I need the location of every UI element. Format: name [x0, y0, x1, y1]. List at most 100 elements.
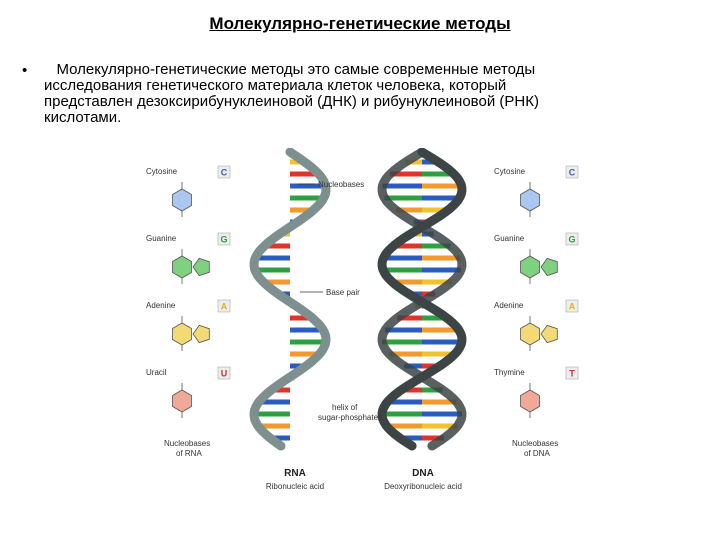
molecule-ring-icon: [540, 324, 558, 344]
dna-base-bar: [393, 243, 422, 249]
dna-base-bar: [422, 387, 443, 393]
dna-base-bar: [422, 279, 452, 285]
rna-base-bar: [290, 171, 319, 177]
dna-base-bar: [389, 351, 422, 357]
dna-nucleobase-adenine: Adenine A: [494, 299, 579, 351]
dna-base-bar: [422, 171, 454, 177]
molecule-ring-icon: [520, 188, 540, 212]
molecule-ring-icon: [172, 322, 192, 346]
dna-base-bar: [382, 183, 422, 189]
dna-base-bar: [390, 171, 422, 177]
dna-backbone: [377, 147, 467, 451]
dna-base-bar: [383, 255, 422, 261]
dna-base-bar: [387, 399, 422, 405]
paragraph-line: исследования генетического материала кле…: [44, 77, 507, 94]
dna-base-bar: [404, 363, 422, 369]
nucleobase-name: Uracil: [146, 368, 167, 377]
molecule-ring-icon: [192, 324, 210, 344]
dna-base-bar: [392, 279, 422, 285]
dna-base-bar: [422, 195, 460, 201]
rna-subtitle: Ribonucleic acid: [266, 482, 324, 491]
rna-base-bar: [290, 183, 326, 189]
dna-base-bar: [399, 435, 422, 441]
paragraph-line: Молекулярно-генетические методы это самы…: [44, 61, 536, 78]
dna-base-bar: [422, 255, 461, 261]
dna-nucleobase-guanine: Guanine G: [494, 232, 579, 284]
dna-nucleobases-caption-line1: Nucleobases: [512, 439, 558, 448]
dna-base-bar: [422, 315, 447, 321]
rna-base-bar: [270, 435, 290, 441]
nucleobase-letter-box: [217, 232, 231, 246]
dna-base-bar: [422, 183, 462, 189]
nucleobase-name: Adenine: [146, 301, 176, 310]
dna-base-bar: [386, 423, 422, 429]
rna-base-bar: [264, 243, 290, 249]
rna-nucleobases-caption-line2: of RNA: [176, 449, 202, 458]
dna-base-bar: [384, 195, 422, 201]
dna-base-bar: [422, 267, 461, 273]
dna-base-bar: [401, 387, 422, 393]
nucleobase-letter-box: [217, 299, 231, 313]
nucleobase-letter-box: [565, 299, 579, 313]
nucleobase-name: Cytosine: [146, 167, 178, 176]
dna-base-bar: [422, 327, 459, 333]
molecule-ring-icon: [172, 255, 192, 279]
paragraph-line: кислотами.: [44, 109, 122, 126]
helix-label-line1: helix of: [332, 403, 358, 412]
rna-base-bar: [290, 351, 320, 357]
intro-paragraph: Молекулярно-генетические методы это самы…: [44, 62, 684, 126]
rna-backbone: [249, 147, 331, 451]
nucleobase-name: Cytosine: [494, 167, 526, 176]
rna-base-bar: [290, 315, 313, 321]
dna-base-bar: [422, 411, 462, 417]
rna-base-bar: [254, 411, 290, 417]
nucleobase-name: Guanine: [494, 234, 525, 243]
molecule-ring-icon: [172, 188, 192, 212]
rna-base-bar: [255, 255, 290, 261]
nucleobases-label: Nucleobases: [318, 180, 364, 189]
nucleobase-letter: A: [569, 302, 576, 312]
nucleobase-letter-box: [217, 165, 231, 179]
molecule-ring-icon: [520, 322, 540, 346]
molecule-ring-icon: [520, 389, 540, 413]
rna-base-bar: [263, 279, 290, 285]
base-pair-label: Base pair: [326, 288, 360, 297]
dna-base-bar: [422, 435, 445, 441]
nucleobase-letter-box: [565, 165, 579, 179]
dna-base-bar: [422, 399, 457, 405]
nucleobase-letter: C: [221, 168, 228, 178]
rna-base-bar: [290, 363, 307, 369]
paragraph-line: представлен дезоксирибунуклеиновой (ДНК)…: [44, 93, 539, 110]
rna-base-bar: [254, 267, 290, 273]
rna-nucleobases-caption-line1: Nucleobases: [164, 439, 210, 448]
dna-base-bar: [422, 339, 462, 345]
dna-helix: [377, 147, 467, 451]
nucleobase-name: Adenine: [494, 301, 524, 310]
rna-base-bar: [290, 195, 324, 201]
dna-base-bar: [422, 363, 440, 369]
nucleobase-name: Guanine: [146, 234, 177, 243]
molecule-ring-icon: [520, 255, 540, 279]
rna-base-bar: [290, 327, 324, 333]
dna-nucleobases-caption-line2: of DNA: [524, 449, 550, 458]
rna-base-bar: [290, 207, 314, 213]
dna-base-bar: [385, 327, 422, 333]
rna-helix: [249, 147, 331, 451]
nucleobase-letter: G: [568, 235, 575, 245]
nucleobase-name: Thymine: [494, 368, 525, 377]
dna-backbone: [377, 147, 467, 451]
dna-base-bar: [422, 423, 458, 429]
nucleobase-letter-box: [565, 366, 579, 380]
rna-nucleobase-cytosine: Cytosine C: [146, 165, 231, 217]
dna-base-bar: [383, 267, 422, 273]
nucleobase-letter-box: [217, 366, 231, 380]
molecule-ring-icon: [172, 389, 192, 413]
dna-title: DNA: [412, 468, 434, 479]
nucleobase-letter: C: [569, 168, 576, 178]
